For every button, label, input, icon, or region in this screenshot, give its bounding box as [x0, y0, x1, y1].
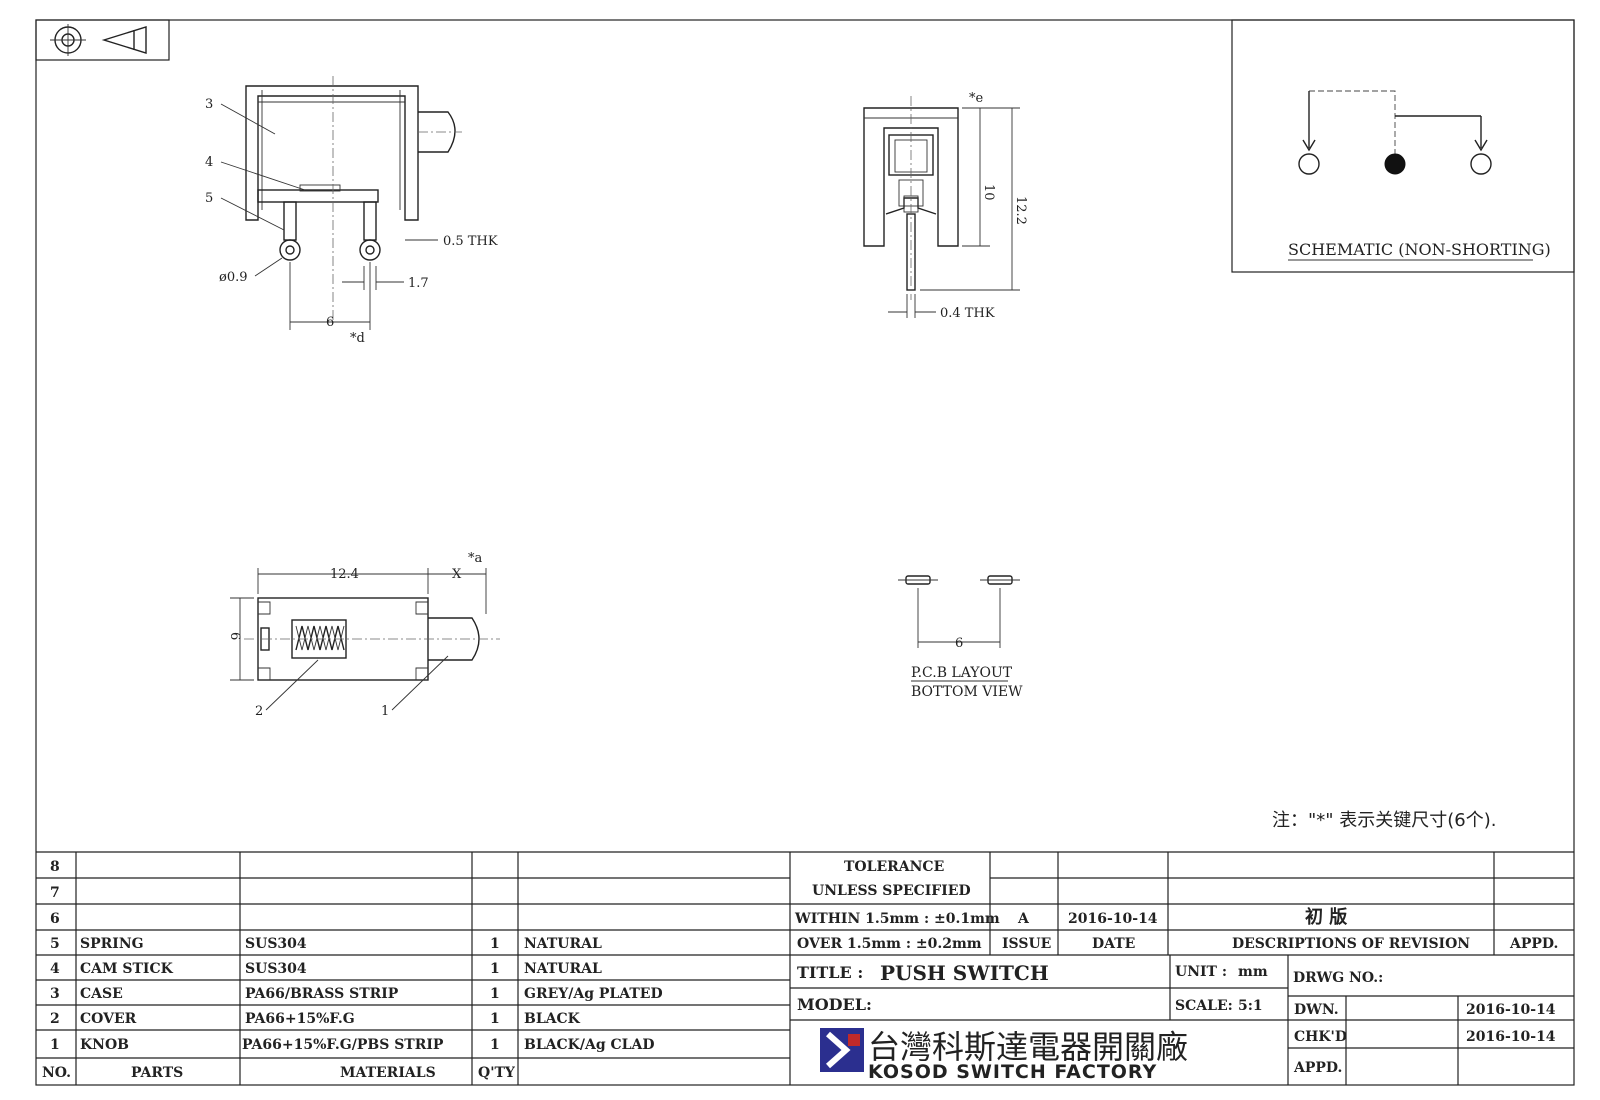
- bom-row-part: COVER: [80, 1011, 137, 1027]
- front-view: 10 12.2 *e 0.4 THK: [863, 91, 1028, 321]
- title-label: TITLE :: [797, 963, 863, 982]
- bom-row-material: SUS304: [245, 961, 307, 977]
- scale-value: 5:1: [1238, 998, 1263, 1014]
- chkd-label: CHK'D: [1294, 1029, 1347, 1045]
- front-thk-label: 0.4 THK: [940, 306, 995, 321]
- key-e-label: *e: [969, 91, 984, 106]
- bom-row-qty: 1: [490, 936, 500, 952]
- tolerance-line4: OVER 1.5mm : ±0.2mm: [797, 936, 982, 952]
- bom-row-finish: BLACK/Ag CLAD: [524, 1037, 654, 1053]
- drawing-title: PUSH SWITCH: [880, 961, 1049, 985]
- tolerance-line1: TOLERANCE: [844, 859, 944, 875]
- bom-row-part: CASE: [80, 986, 123, 1002]
- bom-row-part: SPRING: [80, 936, 144, 952]
- bom-row-no: 6: [50, 911, 60, 927]
- kosod-logo-icon: [820, 1028, 864, 1072]
- callout-4: 4: [205, 155, 213, 170]
- bom-row-material: PA66/BRASS STRIP: [245, 986, 399, 1002]
- bom-row-no: 4: [50, 961, 60, 977]
- callout-1: 1: [381, 704, 389, 719]
- bom-row-material: PA66+15%F.G/PBS STRIP: [242, 1037, 444, 1053]
- revision-header-issue: ISSUE: [1002, 936, 1051, 952]
- revision-header-date: DATE: [1092, 936, 1135, 952]
- schematic-panel: SCHEMATIC (NON-SHORTING): [1231, 19, 1575, 273]
- unit-label: UNIT :: [1175, 964, 1227, 980]
- company-name-cn: 台灣科斯達電器開關廠: [868, 1028, 1188, 1066]
- contact-common: [1384, 153, 1406, 175]
- inner-height-label: 10: [981, 184, 996, 201]
- callout-5: 5: [205, 191, 213, 206]
- hole-dia-label: ø0.9: [219, 270, 248, 285]
- bom-header-no: NO.: [42, 1065, 71, 1081]
- bom-row-finish: BLACK: [524, 1011, 581, 1027]
- bom-row-qty: 1: [490, 961, 500, 977]
- pcb-pitch-label: 6: [955, 636, 963, 651]
- company-name-en: KOSOD SWITCH FACTORY: [868, 1061, 1157, 1083]
- key-a-label: *a: [468, 551, 483, 566]
- bom-row-material: PA66+15%F.G: [245, 1011, 355, 1027]
- side-view: 3 4 5 0.5 THK ø0.9 1.7 6 *d: [205, 76, 498, 346]
- bom-row-finish: GREY/Ag PLATED: [524, 986, 663, 1002]
- dwn-date: 2016-10-14: [1466, 1002, 1556, 1018]
- side-thk-label: 0.5 THK: [443, 234, 498, 249]
- scale-label: SCALE:: [1175, 998, 1233, 1014]
- revision-date: 2016-10-14: [1068, 911, 1158, 927]
- travel-label: X: [452, 567, 462, 582]
- tolerance-line2: UNLESS SPECIFIED: [812, 883, 971, 899]
- pitch-label: 6: [326, 315, 334, 330]
- bom-row-qty: 1: [490, 1011, 500, 1027]
- contact-open-right: [1470, 153, 1492, 175]
- pcb-layout-title: P.C.B LAYOUT: [911, 665, 1013, 681]
- bom-row-qty: 1: [490, 986, 500, 1002]
- bom-row-finish: NATURAL: [524, 936, 602, 952]
- callout-3: 3: [205, 97, 213, 112]
- revision-header-appd: APPD.: [1509, 936, 1558, 952]
- pin-gap-label: 1.7: [408, 276, 429, 291]
- appd-label: APPD.: [1293, 1060, 1342, 1076]
- pcb-layout-subtitle: BOTTOM VIEW: [911, 684, 1023, 700]
- dwn-label: DWN.: [1294, 1002, 1339, 1018]
- bom-table: 8 7 6 5 SPRING SUS304 1 NATURAL 4 CAM ST…: [36, 851, 1574, 1085]
- revision-header-desc: DESCRIPTIONS OF REVISION: [1232, 936, 1470, 952]
- tolerance-revision-table: TOLERANCE UNLESS SPECIFIED WITHIN 1.5mm …: [790, 852, 1574, 956]
- tolerance-line3: WITHIN 1.5mm : ±0.1mm: [794, 911, 1000, 927]
- revision-issue: A: [1017, 911, 1030, 927]
- drwg-no-label: DRWG NO.:: [1293, 970, 1383, 986]
- revision-description: 初 版: [1305, 906, 1347, 928]
- title-block: TITLE : PUSH SWITCH UNIT : mm DRWG NO.: …: [790, 955, 1574, 1085]
- top-view: 12.4 X *a 6 2 1: [227, 551, 500, 719]
- first-angle-projection-icon: [35, 19, 170, 61]
- contact-open-left: [1298, 153, 1320, 175]
- bom-row-no: 1: [50, 1037, 60, 1053]
- pcb-layout: 6 P.C.B LAYOUT BOTTOM VIEW: [898, 575, 1023, 700]
- key-d-label: *d: [350, 331, 365, 346]
- key-dimension-note: 注："*" 表示关键尺寸(6个).: [1272, 810, 1497, 831]
- bom-row-no: 5: [50, 936, 60, 952]
- bom-row-qty: 1: [490, 1037, 500, 1053]
- unit-value: mm: [1238, 964, 1268, 980]
- chkd-date: 2016-10-14: [1466, 1029, 1556, 1045]
- length-label: 12.4: [330, 567, 359, 582]
- bom-row-part: CAM STICK: [80, 961, 174, 977]
- bom-header-materials: MATERIALS: [340, 1065, 436, 1081]
- bom-header-qty: Q'TY: [478, 1065, 516, 1081]
- total-height-label: 12.2: [1013, 196, 1028, 225]
- model-label: MODEL:: [797, 995, 872, 1014]
- bom-row-no: 7: [50, 885, 60, 901]
- sheet-border: [35, 19, 1575, 1086]
- bom-row-no: 8: [50, 859, 60, 875]
- bom-row-no: 2: [50, 1011, 60, 1027]
- bom-header-parts: PARTS: [131, 1065, 183, 1081]
- callout-2: 2: [255, 704, 263, 719]
- bom-row-no: 3: [50, 986, 60, 1002]
- width-label: 6: [227, 632, 242, 640]
- schematic-title: SCHEMATIC (NON-SHORTING): [1288, 240, 1551, 259]
- bom-row-material: SUS304: [245, 936, 307, 952]
- bom-row-part: KNOB: [80, 1037, 129, 1053]
- bom-row-finish: NATURAL: [524, 961, 602, 977]
